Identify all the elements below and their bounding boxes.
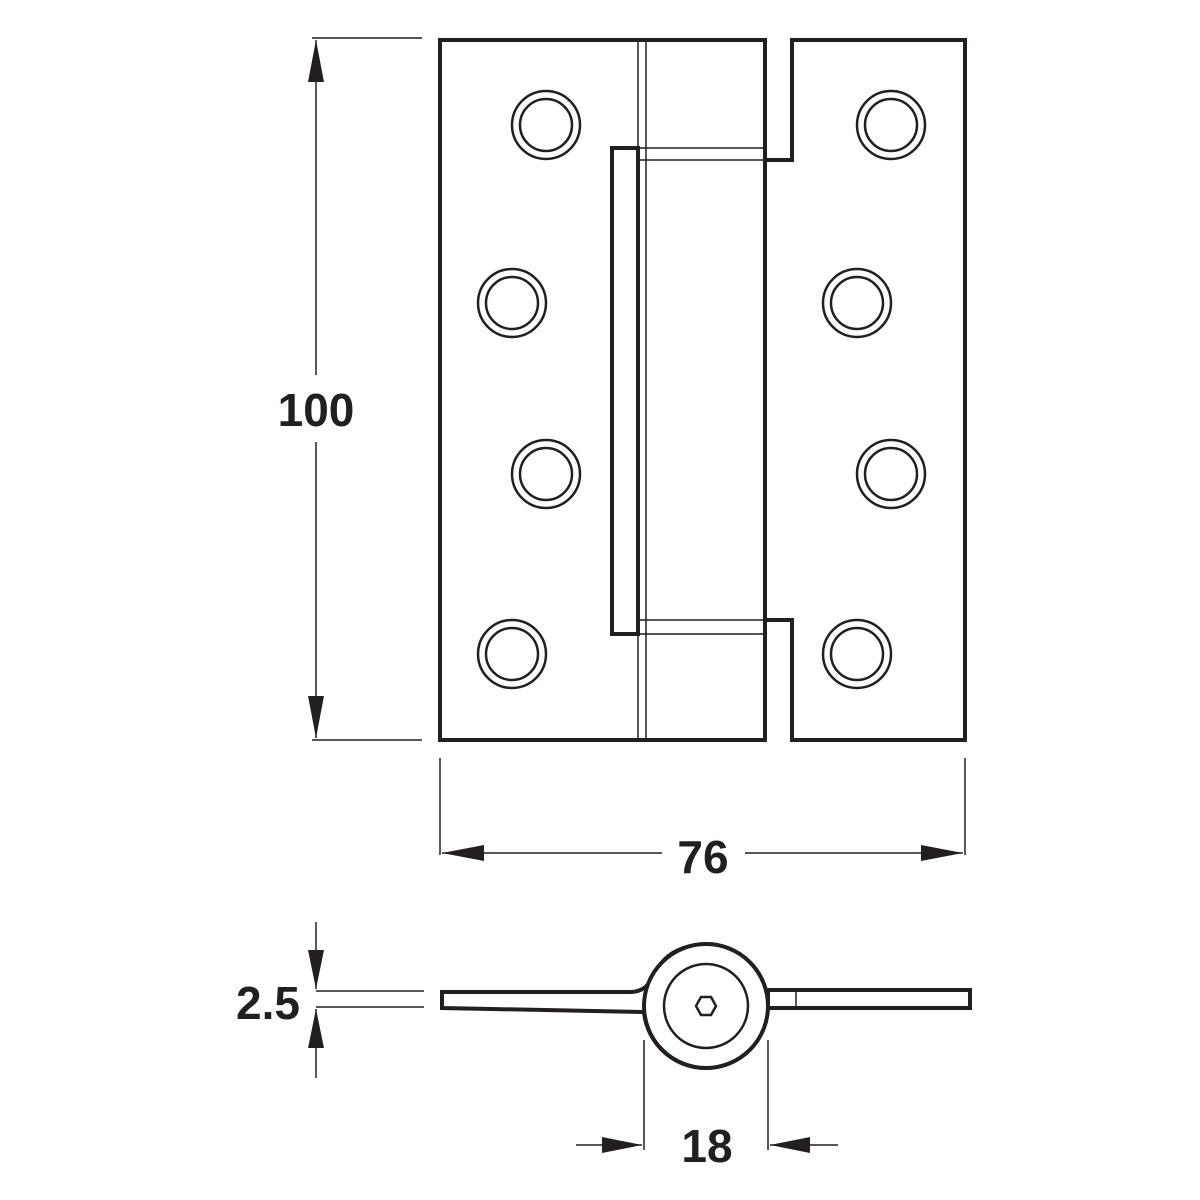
thickness-dimension: 2.5 xyxy=(236,922,424,1078)
right-leaf-section xyxy=(766,988,972,1010)
width-dimension: 76 xyxy=(439,758,966,883)
screw-hole-right-2 xyxy=(821,267,893,339)
thickness-dimension-label: 2.5 xyxy=(236,977,300,1029)
knuckle-diameter-label: 18 xyxy=(681,1120,732,1172)
hinge-front-view xyxy=(438,38,967,742)
screw-hole-left-2 xyxy=(476,267,548,339)
screw-hole-right-4 xyxy=(821,618,893,690)
hinge-side-view xyxy=(440,941,972,1070)
hinge-knuckle xyxy=(610,146,640,636)
screw-hole-right-1 xyxy=(855,89,927,161)
height-dimension: 100 xyxy=(278,37,422,741)
screw-hole-left-1 xyxy=(510,89,582,161)
screw-hole-left-4 xyxy=(476,618,548,690)
screw-hole-left-3 xyxy=(510,438,582,510)
screw-hole-right-3 xyxy=(855,438,927,510)
hex-socket-icon xyxy=(694,995,718,1017)
knuckle-diameter-dimension: 18 xyxy=(576,1040,838,1172)
height-dimension-label: 100 xyxy=(278,384,355,436)
left-leaf xyxy=(438,38,767,742)
right-leaf xyxy=(763,38,967,742)
width-dimension-label: 76 xyxy=(677,831,728,883)
